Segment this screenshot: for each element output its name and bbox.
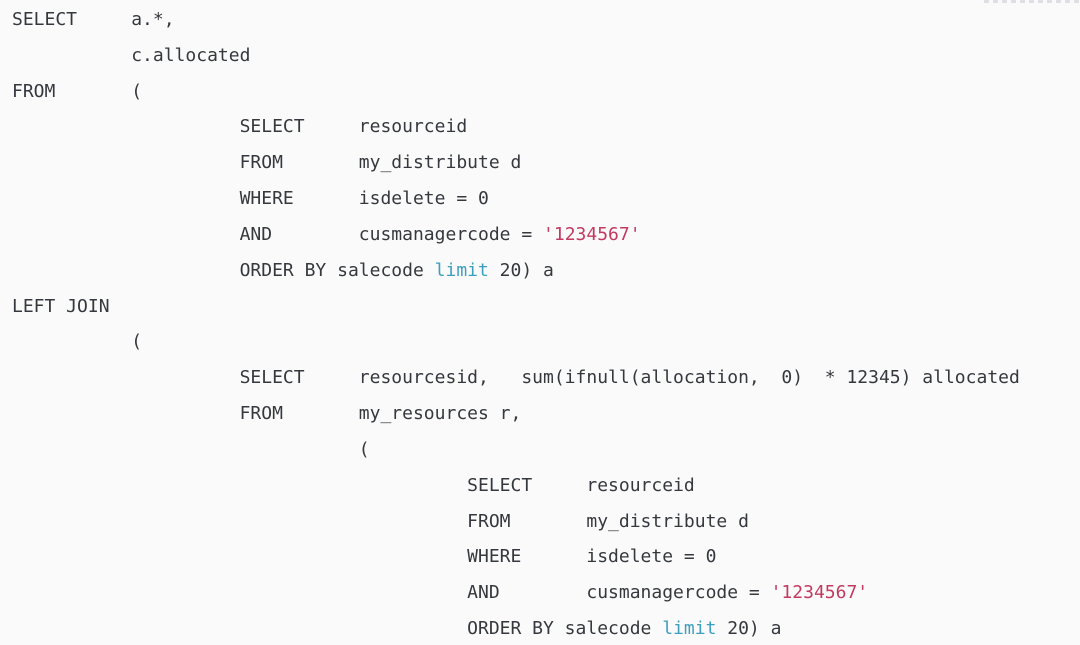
sql-text: 20) a — [488, 259, 554, 281]
watermark-fragment — [984, 0, 1080, 7]
code-line: ORDER BY salecode limit 20) a — [12, 611, 1080, 645]
code-line: FROM my_distribute d — [12, 145, 1080, 181]
code-line: SELECT a.*, — [12, 2, 1080, 38]
sql-string-literal: '1234567' — [543, 223, 641, 245]
code-line: AND cusmanagercode = '1234567' — [12, 575, 1080, 611]
sql-text: ORDER BY salecode — [12, 618, 663, 640]
code-line: ( — [12, 324, 1080, 360]
sql-text: FROM my_distribute d — [12, 152, 522, 174]
sql-text: FROM ( — [12, 80, 143, 102]
sql-text: SELECT resourcesid, sum(ifnull(allocatio… — [12, 367, 1020, 389]
code-line: FROM ( — [12, 74, 1080, 110]
sql-text: AND cusmanagercode = — [12, 582, 771, 604]
sql-text: SELECT resourceid — [12, 116, 468, 138]
code-line: LEFT JOIN — [12, 289, 1080, 325]
sql-text: ORDER BY salecode — [12, 259, 435, 281]
sql-keyword: limit — [434, 259, 489, 281]
code-line: AND cusmanagercode = '1234567' — [12, 217, 1080, 253]
sql-text: SELECT resourceid — [12, 474, 695, 496]
sql-text: WHERE isdelete = 0 — [12, 188, 489, 210]
sql-text: AND cusmanagercode = — [12, 223, 544, 245]
code-line: WHERE isdelete = 0 — [12, 539, 1080, 575]
sql-text: SELECT a.*, — [12, 9, 175, 30]
code-line: FROM my_distribute d — [12, 504, 1080, 540]
sql-text: c.allocated — [12, 44, 251, 66]
sql-text: LEFT JOIN — [12, 295, 110, 317]
code-line: WHERE isdelete = 0 — [12, 181, 1080, 217]
sql-text: FROM my_distribute d — [12, 510, 749, 532]
sql-keyword: limit — [662, 618, 717, 640]
sql-text: ( — [12, 331, 143, 353]
code-line: ( — [12, 432, 1080, 468]
sql-text: ( — [12, 438, 370, 460]
code-line: SELECT resourcesid, sum(ifnull(allocatio… — [12, 360, 1080, 396]
sql-text: WHERE isdelete = 0 — [12, 546, 717, 568]
sql-text: FROM my_resources r, — [12, 403, 522, 425]
sql-string-literal: '1234567' — [770, 582, 869, 604]
sql-text: 20) a — [716, 618, 782, 640]
code-line: c.allocated — [12, 38, 1080, 74]
code-line: FROM my_resources r, — [12, 396, 1080, 432]
code-line: SELECT resourceid — [12, 468, 1080, 504]
code-line: ORDER BY salecode limit 20) a — [12, 253, 1080, 289]
code-line: SELECT resourceid — [12, 109, 1080, 145]
